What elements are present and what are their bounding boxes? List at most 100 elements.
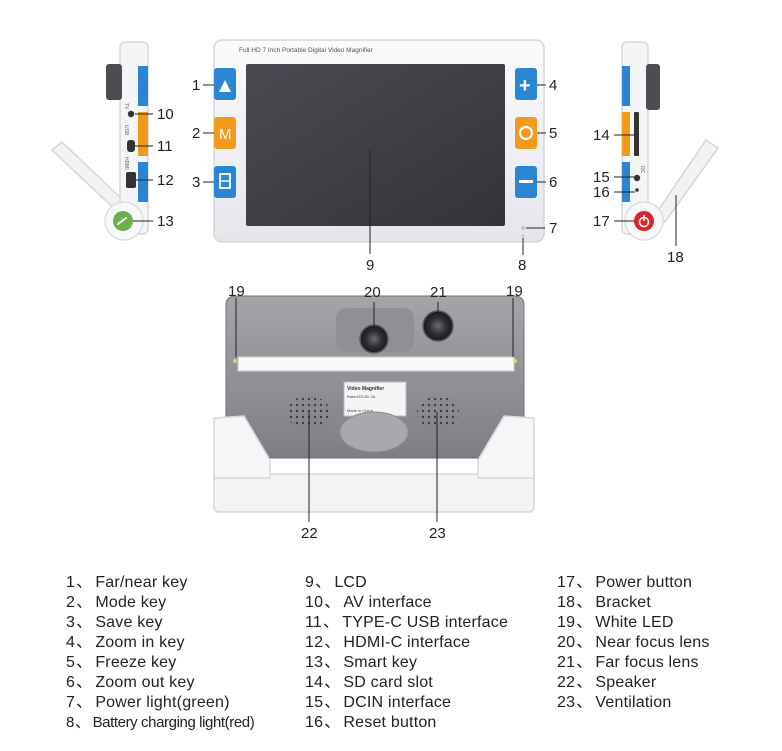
right-clip — [646, 64, 660, 110]
legend-item: 18、Bracket — [557, 594, 652, 611]
callout-19-left: 19 — [228, 283, 245, 300]
legend-item: 10、AV interface — [305, 594, 432, 611]
speaker-grille — [287, 398, 329, 426]
callout-21: 21 — [430, 284, 447, 301]
rear-view: Video Magnifier Rated:DC5V 2A Made in Ch… — [213, 283, 535, 542]
parts-legend: 1、Far/near key 2、Mode key 3、Save key 4、Z… — [0, 573, 782, 743]
legend-column-2: 9、LCD 10、AV interface 11、TYPE-C USB inte… — [305, 573, 508, 733]
rear-label-heading: Video Magnifier — [347, 386, 384, 392]
rear-label-line1: Rated:DC5V 2A — [347, 394, 376, 399]
callout-3: 3 — [192, 174, 200, 191]
freeze-icon — [518, 125, 534, 141]
legend-item: 15、DCIN interface — [305, 694, 452, 711]
save-key[interactable] — [214, 166, 236, 198]
device-title: Full HD 7 Inch Portable Digital Video Ma… — [239, 47, 374, 54]
left-blue-strip-top — [138, 66, 148, 106]
mode-key[interactable] — [214, 117, 236, 149]
ventilation-grille — [417, 398, 459, 426]
callout-2: 2 — [192, 125, 200, 142]
light-bar — [237, 356, 515, 372]
callout-16: 16 — [593, 184, 610, 201]
dc-port-label: DC — [639, 166, 645, 174]
tv-port-label: TV — [123, 103, 129, 110]
legend-item: 12、HDMI-C interface — [305, 634, 471, 651]
callout-4: 4 — [549, 77, 557, 94]
callout-12: 12 — [157, 172, 174, 189]
legend-item: 13、Smart key — [305, 654, 418, 671]
av-port — [127, 110, 135, 118]
left-orange-strip — [138, 112, 148, 156]
callout-6: 6 — [549, 174, 557, 191]
legend-item: 6、Zoom out key — [66, 674, 195, 691]
legend-item: 11、TYPE-C USB interface — [305, 614, 509, 631]
lcd-screen — [246, 64, 505, 226]
callout-8: 8 — [518, 257, 526, 274]
legend-item: 9、LCD — [305, 574, 367, 591]
callout-5: 5 — [549, 125, 557, 142]
legend-item: 22、Speaker — [557, 674, 657, 691]
legend-item: 17、Power button — [557, 574, 693, 591]
left-blue-strip-bottom — [138, 162, 148, 202]
rear-grip-recess — [339, 411, 409, 453]
legend-item: 20、Near focus lens — [557, 634, 710, 651]
zoom-out-glyph — [519, 180, 533, 183]
left-clip — [106, 64, 122, 100]
callout-15: 15 — [593, 169, 610, 186]
legend-item: 3、Save key — [66, 614, 163, 631]
hdmi-port — [126, 172, 136, 188]
near-focus-lens — [359, 324, 389, 354]
zoom-in-glyph: + — [519, 75, 531, 97]
hdmi-port-label: HDMI — [123, 157, 129, 170]
legend-item: 1、Far/near key — [66, 574, 188, 591]
freeze-key[interactable] — [515, 117, 537, 149]
magnifier-diagram: TV USB HDMI 10 11 12 13 Full HD 7 Inch P… — [50, 39, 720, 542]
callout-19-right: 19 — [506, 283, 523, 300]
rear-stand-left — [213, 415, 271, 479]
callout-10: 10 — [157, 106, 174, 123]
right-orange-strip — [622, 112, 630, 156]
legend-item: 4、Zoom in key — [66, 634, 185, 651]
callout-1: 1 — [192, 77, 200, 94]
callout-11: 11 — [157, 138, 173, 155]
callout-13: 13 — [157, 213, 174, 230]
callout-7: 7 — [549, 220, 557, 237]
legend-item: 5、Freeze key — [66, 654, 177, 671]
callout-20: 20 — [364, 284, 381, 301]
mode-key-glyph: M — [219, 126, 232, 143]
right-blue-strip-bottom — [622, 162, 630, 202]
legend-item: 2、Mode key — [66, 594, 167, 611]
front-view: Full HD 7 Inch Portable Digital Video Ma… — [192, 39, 557, 274]
reset-button[interactable] — [635, 188, 639, 192]
power-light — [521, 226, 525, 230]
white-led-left — [233, 359, 237, 363]
white-led-right — [513, 359, 517, 363]
far-near-icon — [219, 80, 231, 92]
callout-9: 9 — [366, 257, 374, 274]
legend-item: 7、Power light(green) — [66, 694, 230, 711]
callout-18: 18 — [667, 249, 684, 266]
far-focus-lens — [422, 310, 454, 342]
zoom-in-key[interactable] — [515, 68, 537, 100]
callout-14: 14 — [593, 127, 610, 144]
callout-17: 17 — [593, 213, 610, 230]
callout-23: 23 — [429, 525, 446, 542]
legend-item: 23、Ventilation — [557, 694, 672, 711]
legend-item: 16、Reset button — [305, 714, 437, 731]
usb-c-port — [127, 140, 135, 152]
smart-key-icon — [117, 217, 127, 225]
right-blue-strip-top — [622, 66, 630, 106]
rear-stand-right — [477, 415, 535, 479]
charging-light — [521, 234, 525, 238]
callout-22: 22 — [301, 525, 318, 542]
dcin-port — [633, 174, 641, 182]
usb-port-label: USB — [123, 125, 129, 136]
right-bracket — [653, 138, 720, 224]
rear-stand-base — [213, 473, 535, 513]
legend-item: 21、Far focus lens — [557, 654, 699, 671]
right-side-view: DC 14 15 16 17 18 — [593, 41, 720, 266]
sd-card-slot — [634, 112, 639, 156]
legend-item: 14、SD card slot — [305, 674, 433, 691]
rear-label-sticker — [343, 381, 407, 417]
legend-column-3: 17、Power button 18、Bracket 19、White LED … — [557, 573, 710, 713]
left-side-view: TV USB HDMI 10 11 12 13 — [50, 41, 174, 241]
